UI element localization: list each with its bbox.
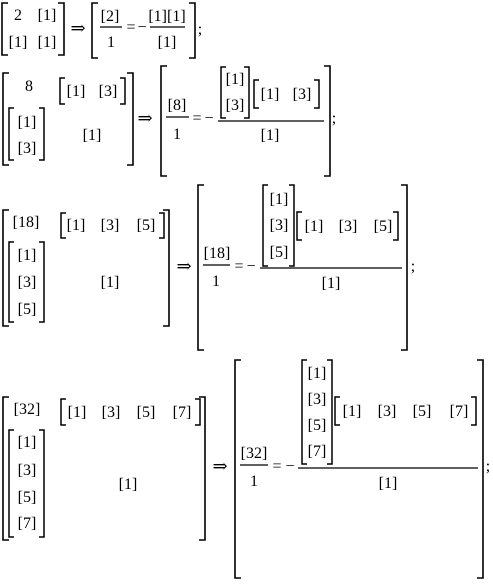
eq4-num-col-entry-4: [7] bbox=[308, 443, 327, 460]
eq3-num-col-entry-2: [3] bbox=[270, 217, 289, 234]
eq1-matrix-bracket bbox=[1, 2, 65, 56]
eq2-lhs-num: [8] bbox=[168, 97, 187, 114]
eq4-num-row-bracket bbox=[334, 396, 477, 426]
eq3-col-entry-3: [5] bbox=[18, 301, 37, 318]
eq4-col-entry-1: [1] bbox=[18, 434, 37, 451]
eq2-num-row-entry-2: [3] bbox=[293, 86, 312, 103]
eq3-rhs-bracket bbox=[197, 184, 408, 351]
eq3-num-col-bracket bbox=[262, 184, 295, 267]
eq3-row-bracket bbox=[60, 212, 165, 239]
eq3-matrix-bracket bbox=[2, 209, 170, 327]
eq3-corner: [18] bbox=[13, 214, 40, 231]
eq1-sub-entry: [1] bbox=[38, 34, 57, 51]
eq3-num-row-entry-2: [3] bbox=[339, 218, 358, 235]
eq2-matrix-bracket bbox=[2, 72, 134, 166]
eq4-num-col-entry-1: [1] bbox=[308, 365, 327, 382]
eq3-row-entry-2: [3] bbox=[101, 217, 120, 234]
eq2-col-entry-1: [1] bbox=[18, 114, 37, 131]
eq3-num-col-entry-3: [5] bbox=[270, 244, 289, 261]
eq1-row-entry: [1] bbox=[38, 7, 57, 24]
eq2-num-row-bracket bbox=[253, 79, 320, 109]
eq4-minus: − bbox=[285, 458, 294, 475]
eq4-num-row-entry-4: [7] bbox=[450, 403, 469, 420]
eq4-col-entry-4: [7] bbox=[18, 515, 37, 532]
eq1-frac-num: [1][1] bbox=[148, 8, 185, 25]
eq2-terminator: ; bbox=[332, 110, 336, 127]
eq4-lhs-num: [32] bbox=[241, 445, 268, 462]
eq3-col-bracket bbox=[8, 241, 45, 323]
eq4-num-row-entry-3: [5] bbox=[413, 403, 432, 420]
eq2-col-entry-2: [3] bbox=[18, 140, 37, 157]
eq2-implies: ⇒ bbox=[137, 108, 152, 128]
eq4-row-entry-3: [5] bbox=[137, 404, 156, 421]
eq4-lhs-den: 1 bbox=[250, 473, 258, 490]
eq2-num-col-bracket bbox=[220, 66, 250, 119]
eq4-row-entry-2: [3] bbox=[102, 404, 121, 421]
eq3-num-row-entry-3: [5] bbox=[374, 218, 393, 235]
eq2-col-bracket bbox=[8, 107, 45, 161]
eq1-equals: = bbox=[126, 19, 135, 36]
eq2-sub-entry: [1] bbox=[83, 127, 102, 144]
eq4-row-entry-1: [1] bbox=[68, 404, 87, 421]
eq4-rhs-bracket bbox=[234, 359, 484, 579]
eq1-terminator: ; bbox=[198, 21, 202, 38]
eq3-terminator: ; bbox=[411, 258, 415, 275]
eq1-col-entry: [1] bbox=[9, 34, 28, 51]
eq4-num-row-entry-2: [3] bbox=[378, 403, 397, 420]
eq2-num-row-entry-1: [1] bbox=[261, 86, 280, 103]
eq3-col-entry-2: [3] bbox=[18, 274, 37, 291]
eq3-minus: − bbox=[246, 258, 255, 275]
eq3-frac-den: [1] bbox=[322, 275, 341, 292]
eq2-row-bracket bbox=[59, 77, 126, 105]
eq4-corner: [32] bbox=[14, 401, 41, 418]
eq4-implies: ⇒ bbox=[212, 456, 227, 476]
eq3-row-entry-3: [5] bbox=[137, 217, 156, 234]
eq2-equals: = bbox=[192, 110, 201, 127]
eq4-num-col-entry-2: [3] bbox=[308, 391, 327, 408]
eq3-row-entry-1: [1] bbox=[67, 217, 86, 234]
eq2-rhs-bracket bbox=[160, 65, 331, 177]
eq3-num-row-bracket bbox=[296, 211, 399, 241]
eq2-num-col-entry-1: [1] bbox=[226, 71, 245, 88]
eq3-sub-entry: [1] bbox=[101, 274, 120, 291]
eq4-row-bracket bbox=[60, 398, 201, 426]
eq2-frac-den: [1] bbox=[261, 127, 280, 144]
eq4-equals: = bbox=[272, 458, 281, 475]
eq1-minus: − bbox=[137, 19, 146, 36]
eq1-lhs-num: [2] bbox=[101, 8, 120, 25]
eq2-minus: − bbox=[204, 110, 213, 127]
eq3-implies: ⇒ bbox=[176, 256, 191, 276]
eq4-matrix-bracket bbox=[2, 396, 206, 541]
eq3-num-row-entry-1: [1] bbox=[305, 218, 324, 235]
eq3-num-col-entry-1: [1] bbox=[270, 191, 289, 208]
eq4-col-entry-3: [5] bbox=[18, 489, 37, 506]
eq1-implies: ⇒ bbox=[70, 18, 85, 38]
eq2-row-entry-1: [1] bbox=[67, 83, 86, 100]
eq4-num-row-entry-1: [1] bbox=[343, 403, 362, 420]
eq4-col-entry-2: [3] bbox=[18, 462, 37, 479]
eq1-corner: 2 bbox=[14, 7, 22, 24]
eq2-row-entry-2: [3] bbox=[99, 83, 118, 100]
eq4-frac-den: [1] bbox=[379, 475, 398, 492]
eq4-sub-entry: [1] bbox=[119, 476, 138, 493]
eq4-col-bracket bbox=[8, 429, 45, 538]
eq3-col-entry-1: [1] bbox=[18, 247, 37, 264]
eq4-num-col-bracket bbox=[301, 359, 333, 465]
eq3-lhs-den: 1 bbox=[212, 273, 220, 290]
eq1-frac-den: [1] bbox=[158, 34, 177, 51]
eq4-row-entry-4: [7] bbox=[173, 404, 192, 421]
eq2-num-col-entry-2: [3] bbox=[226, 97, 245, 114]
eq3-lhs-num: [18] bbox=[204, 245, 231, 262]
eq1-lhs-den: 1 bbox=[107, 34, 115, 51]
eq3-equals: = bbox=[234, 258, 243, 275]
eq2-corner: 8 bbox=[25, 78, 33, 95]
eq1-rhs-bracket bbox=[91, 2, 196, 59]
eq4-num-col-entry-3: [5] bbox=[308, 417, 327, 434]
eq2-lhs-den: 1 bbox=[173, 126, 181, 143]
eq4-terminator: ; bbox=[486, 458, 490, 475]
